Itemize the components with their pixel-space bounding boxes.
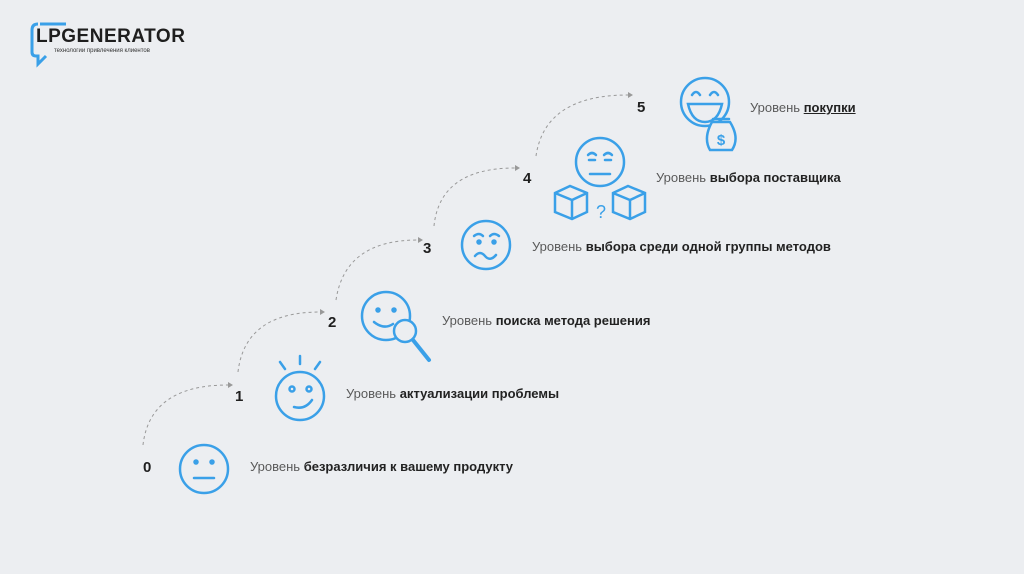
level-number-1: 1: [235, 388, 244, 405]
worried-face-icon: [460, 219, 512, 271]
logo-title: LPGENERATOR: [36, 26, 186, 47]
level-label-0: Уровень безразличия к вашему продукту: [250, 459, 514, 474]
arrow-3-4: [433, 167, 516, 227]
level-number-5: 5: [637, 99, 646, 116]
level-label-3: Уровень выбора среди одной группы методо…: [532, 239, 831, 254]
arrow-4-5: [535, 94, 629, 157]
level-label-5: Уровень покупки: [750, 100, 856, 115]
arrow-2-3: [335, 239, 419, 301]
dashed-arrows: [142, 94, 629, 446]
arrowheads: [228, 92, 633, 388]
arrow-0-1: [142, 384, 229, 446]
level-number-0: 0: [143, 459, 152, 476]
level-number-3: 3: [423, 240, 432, 257]
question-mark: ?: [596, 202, 606, 222]
money-face-icon: [679, 76, 737, 152]
logo-subtitle: технологии привлечения клиентов: [54, 48, 150, 54]
level-number-2: 2: [328, 314, 337, 331]
logo-bubble-icon: [30, 22, 66, 68]
level-label-2: Уровень поиска метода решения: [442, 313, 651, 328]
arrow-1-2: [237, 311, 321, 373]
magnifier-face-icon: [360, 290, 431, 362]
level-label-1: Уровень актуализации проблемы: [346, 386, 560, 401]
idea-face-icon: [274, 354, 326, 422]
level-label-4: Уровень выбора поставщика: [656, 170, 841, 185]
boxes-face-icon: [553, 136, 647, 221]
dollar-sign: $: [717, 132, 726, 149]
level-number-4: 4: [523, 170, 532, 187]
neutral-face-icon: [178, 443, 230, 495]
